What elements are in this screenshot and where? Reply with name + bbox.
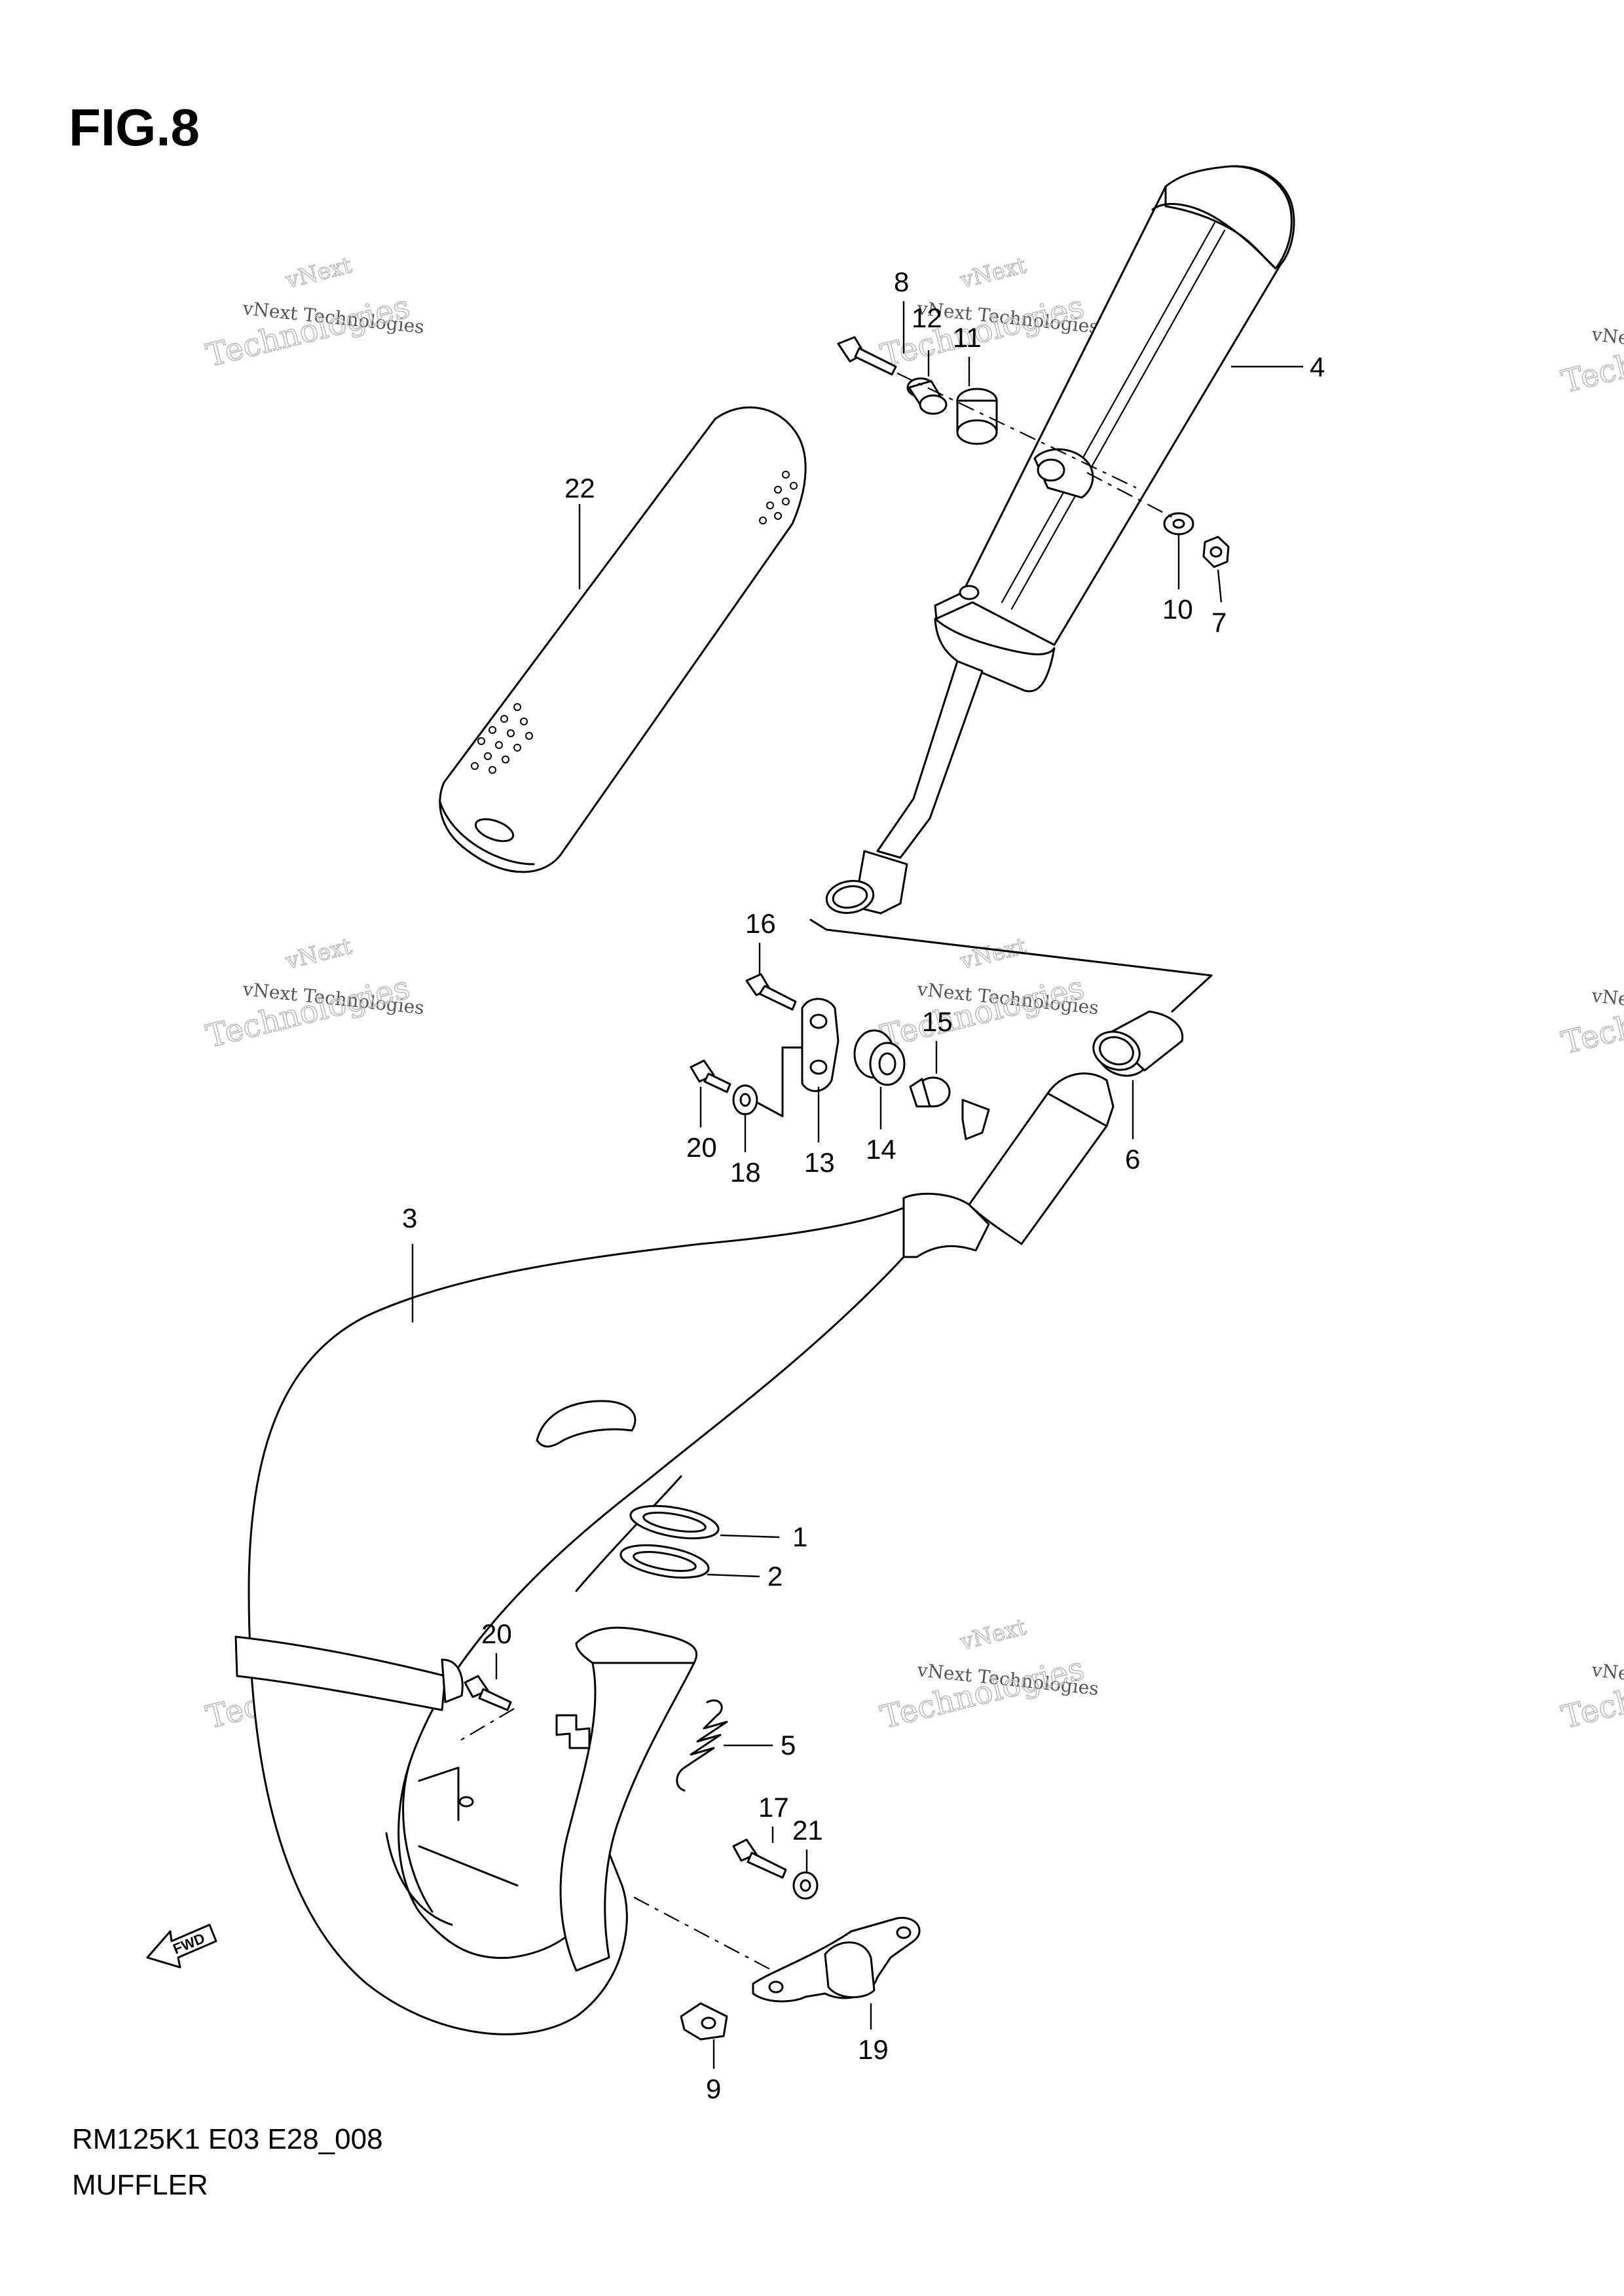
callout-10: 10 (1162, 594, 1193, 625)
callout-4: 4 (1310, 352, 1325, 382)
part-13-bracket (801, 998, 840, 1092)
callout-19: 19 (858, 2034, 889, 2065)
callout-13: 13 (804, 1147, 835, 1178)
part-19-bracket (752, 1916, 921, 2003)
callout-16: 16 (745, 908, 776, 939)
part-5-spring (676, 1700, 728, 1792)
svg-text:Technologies: Technologies (877, 288, 1088, 374)
protector-holes (471, 471, 798, 774)
leader-lines (411, 301, 1303, 2069)
svg-text:vNext: vNext (957, 933, 1029, 975)
part-18-washer (732, 1084, 758, 1116)
callout-15: 15 (922, 1006, 953, 1037)
part-9-clip (680, 2002, 728, 2041)
callout-9: 9 (706, 2073, 721, 2104)
part-17-bolt (732, 1838, 787, 1879)
axis-line-upper (896, 373, 1137, 488)
callout-22: 22 (564, 473, 595, 503)
watermark-edge: vNext Technologies Technologies (1558, 1650, 1624, 1737)
part-6-joint (1092, 1010, 1184, 1077)
part-15-collar (909, 1076, 951, 1108)
svg-text:Technologies: Technologies (202, 288, 413, 374)
watermark: vNext vNext Technologies Technologies (202, 932, 426, 1055)
callout-3: 3 (402, 1203, 417, 1233)
callout-11: 11 (953, 322, 982, 353)
callout-2: 2 (767, 1561, 783, 1592)
part-4-silencer (825, 165, 1295, 915)
part-12-collar (906, 377, 948, 415)
part-11-cushion (956, 388, 998, 445)
callout-12: 12 (912, 302, 942, 333)
part-3-expansion-chamber (234, 1072, 1115, 2035)
part-8-bolt (837, 336, 897, 376)
figure-title: FIG.8 (69, 98, 200, 156)
svg-text:vNext: vNext (283, 252, 355, 294)
callout-17: 17 (758, 1792, 789, 1823)
callout-20-lower: 20 (481, 1618, 512, 1649)
section-name: MUFFLER (72, 2169, 208, 2201)
callout-8: 8 (894, 266, 909, 297)
part-20-bolt-lower (464, 1675, 512, 1711)
model-code: RM125K1 E03 E28_008 (72, 2123, 383, 2155)
part-21-washer (792, 1871, 819, 1900)
callout-20-upper: 20 (686, 1132, 717, 1163)
axis-line-lower (458, 1708, 515, 1742)
fwd-arrow-icon: FWD (146, 1923, 217, 1969)
part-16-bolt (745, 973, 797, 1011)
part-7-nut (1202, 536, 1230, 568)
part-22-muffler-protector (439, 406, 807, 873)
watermark-edge: vNext Technologies Technologies (1558, 314, 1624, 401)
watermark: vNext vNext Technologies Technologies (202, 251, 426, 374)
callout-1: 1 (792, 1522, 807, 1552)
svg-text:vNext: vNext (283, 933, 355, 975)
watermark: vNext vNext Technologies Technologies (877, 932, 1100, 1055)
callout-5: 5 (781, 1730, 796, 1760)
svg-text:Technologies: Technologies (877, 1650, 1088, 1736)
part-10-washer (1163, 512, 1194, 536)
svg-text:Technologies: Technologies (202, 969, 413, 1055)
leader-bracket-middle (757, 1046, 803, 1118)
watermark-edge: vNext Technologies Technologies (1558, 975, 1624, 1063)
callout-7: 7 (1211, 607, 1227, 638)
watermark: vNext vNext Technologies Technologies (877, 1613, 1100, 1736)
part-14-cushion (853, 1029, 906, 1086)
callout-18: 18 (730, 1157, 761, 1188)
part-1-gasket (629, 1504, 720, 1540)
assembly-line (809, 919, 1213, 1013)
axis-line-bracket (633, 1897, 773, 1971)
svg-text:vNext: vNext (957, 252, 1029, 294)
axis-line-upper-2 (1086, 472, 1173, 518)
part-20-bolt-upper (690, 1059, 731, 1093)
callouts: 1 2 3 4 5 6 7 8 9 10 11 12 13 14 15 16 1… (402, 266, 1325, 2104)
callout-21: 21 (792, 1815, 823, 1846)
part-2-gasket (619, 1544, 710, 1579)
callout-6: 6 (1125, 1144, 1140, 1175)
svg-text:Technologies: Technologies (877, 969, 1088, 1055)
svg-text:vNext: vNext (957, 1614, 1029, 1656)
watermark: vNext vNext Technologies Technologies (877, 251, 1100, 374)
callout-14: 14 (866, 1134, 896, 1165)
